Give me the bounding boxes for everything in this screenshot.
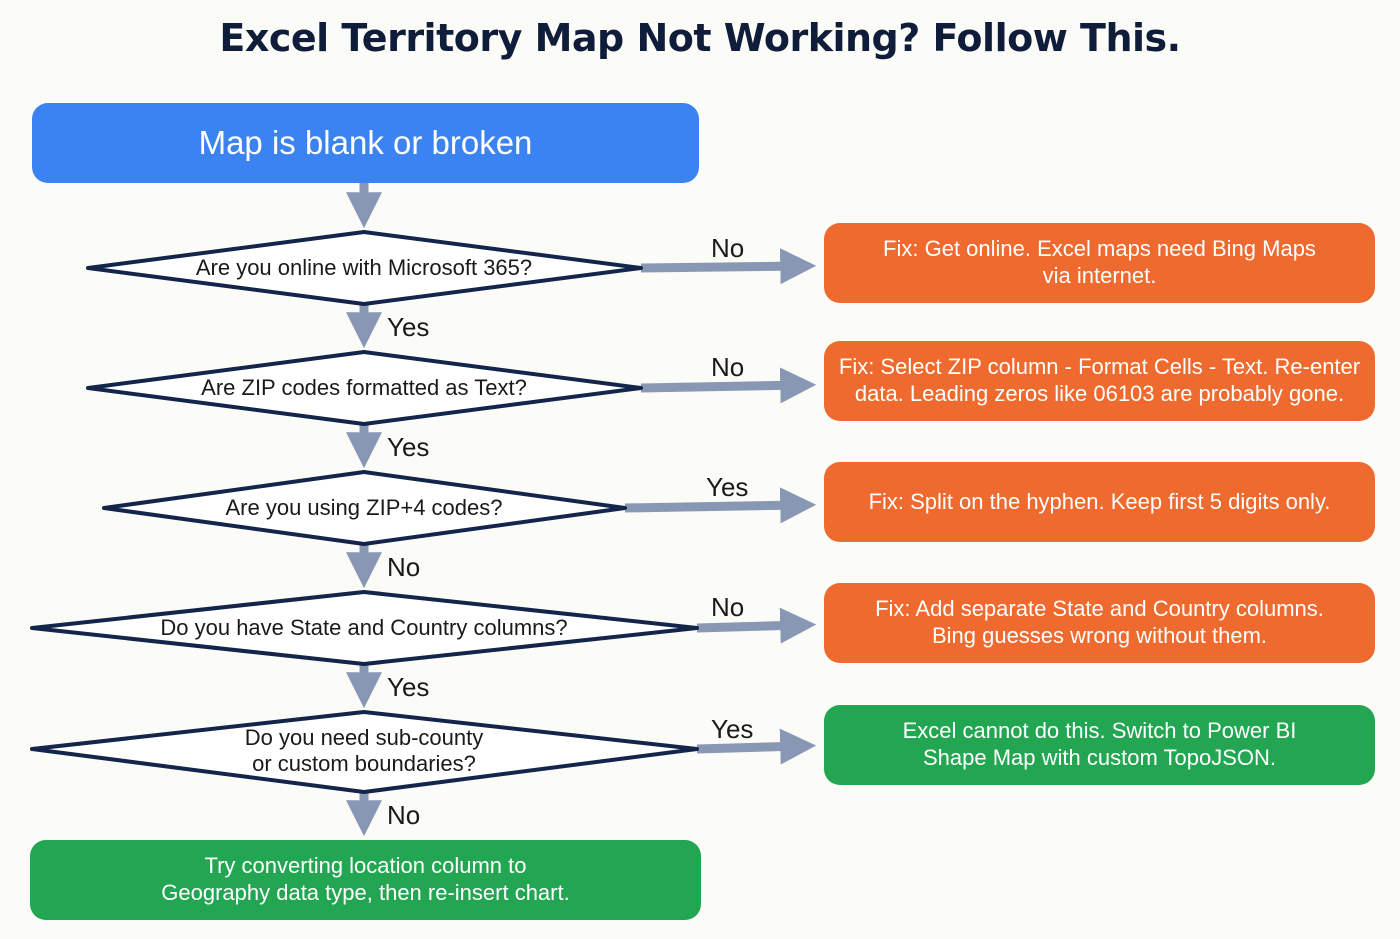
down-label-5: No: [387, 800, 421, 830]
outcome-4-line2: Bing guesses wrong without them.: [931, 623, 1268, 648]
decision-3-text: Are you using ZIP+4 codes?: [225, 495, 503, 520]
outcome-1-line2: via internet.: [1042, 263, 1157, 288]
outcome-5: Excel cannot do this. Switch to Power BI…: [824, 705, 1375, 785]
outcome-2-line1: Fix: Select ZIP column - Format Cells - …: [838, 354, 1361, 380]
side-label-5: Yes: [711, 714, 754, 744]
outcome-2-line2: data. Leading zeros like 06103 are proba…: [854, 381, 1345, 406]
down-label-3: No: [387, 552, 421, 582]
outcome-4: Fix: Add separate State and Country colu…: [824, 583, 1375, 663]
side-label-4: No: [711, 592, 745, 622]
outcome-5-line2: Shape Map with custom TopoJSON.: [923, 745, 1276, 770]
outcome-5-line1: Excel cannot do this. Switch to Power BI: [902, 718, 1297, 744]
side-label-3: Yes: [706, 472, 749, 502]
decision-2-text: Are ZIP codes formatted as Text?: [201, 375, 527, 400]
side-label-1: No: [711, 233, 745, 263]
final-line2: Geography data type, then re-insert char…: [161, 880, 570, 905]
decision-diamond-5: [30, 710, 699, 794]
outcome-1: Fix: Get online. Excel maps need Bing Ma…: [824, 223, 1375, 303]
decision-diamond-2: [86, 350, 643, 426]
decision-5-text: Do you need sub-county or custom boundar…: [245, 725, 484, 778]
outcome-2: Fix: Select ZIP column - Format Cells - …: [824, 341, 1375, 421]
decision-5-line2: or custom boundaries?: [252, 751, 476, 777]
down-label-4: Yes: [387, 672, 430, 702]
outcome-4-line1: Fix: Add separate State and Country colu…: [875, 596, 1324, 622]
decision-4-text: Do you have State and Country columns?: [160, 615, 568, 640]
down-label-1: Yes: [387, 312, 430, 342]
start-node: Map is blank or broken: [32, 103, 699, 183]
outcome-1-line1: Fix: Get online. Excel maps need Bing Ma…: [883, 236, 1316, 262]
start-label: Map is blank or broken: [198, 123, 533, 161]
decision-5-line1: Do you need sub-county: [244, 725, 484, 750]
outcome-3-line1: Fix: Split on the hyphen. Keep first 5 d…: [868, 488, 1331, 514]
decision-diamond-3: [102, 470, 627, 546]
page-title: Excel Territory Map Not Working? Follow …: [219, 16, 1181, 60]
outcome-3: Fix: Split on the hyphen. Keep first 5 d…: [824, 462, 1375, 542]
decision-diamond-1: [86, 230, 643, 306]
side-label-2: No: [711, 352, 745, 382]
decision-diamond-4: [30, 590, 699, 666]
down-label-2: Yes: [387, 432, 430, 462]
final-line1: Try converting location column to: [204, 853, 527, 879]
decision-1-text: Are you online with Microsoft 365?: [195, 255, 533, 280]
